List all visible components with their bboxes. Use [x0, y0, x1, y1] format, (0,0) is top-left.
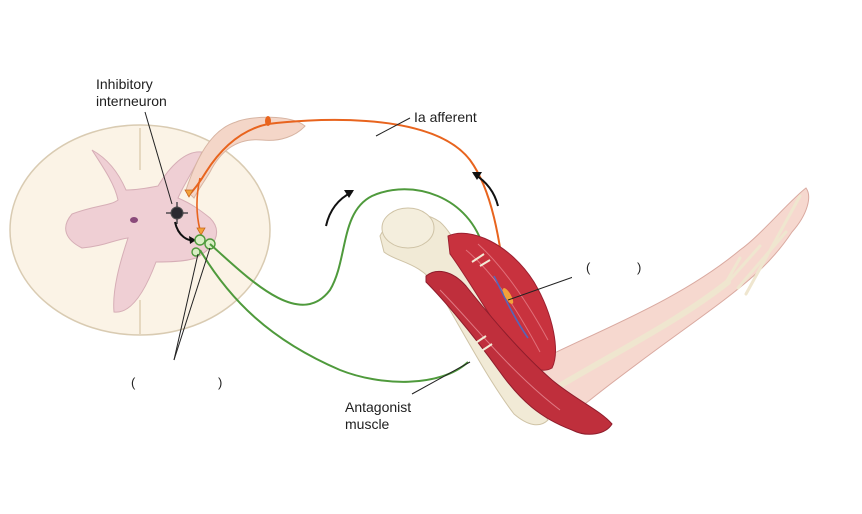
label-antagonist-muscle: Antagonist muscle — [345, 399, 411, 433]
spinal-cord-section — [10, 125, 270, 335]
central-canal — [130, 217, 138, 223]
arm-illustration — [380, 188, 809, 434]
blank-right-close-paren: ) — [637, 260, 641, 275]
blank-right-open-paren: ( — [586, 260, 590, 275]
label-inhibitory-line1: Inhibitory — [96, 76, 167, 93]
label-ia-afferent: Ia afferent — [414, 109, 477, 126]
blank-left-open-paren: ( — [131, 375, 135, 390]
leader-antagonist-muscle — [412, 362, 470, 394]
label-inhibitory-line2: interneuron — [96, 93, 167, 110]
up-right-curved-arrow-icon — [326, 192, 352, 226]
label-antagonist-line2: muscle — [345, 416, 411, 433]
label-antagonist-line1: Antagonist — [345, 399, 411, 416]
humeral-head — [382, 208, 434, 248]
label-inhibitory-interneuron: Inhibitory interneuron — [96, 76, 167, 110]
blank-left-close-paren: ) — [218, 375, 222, 390]
